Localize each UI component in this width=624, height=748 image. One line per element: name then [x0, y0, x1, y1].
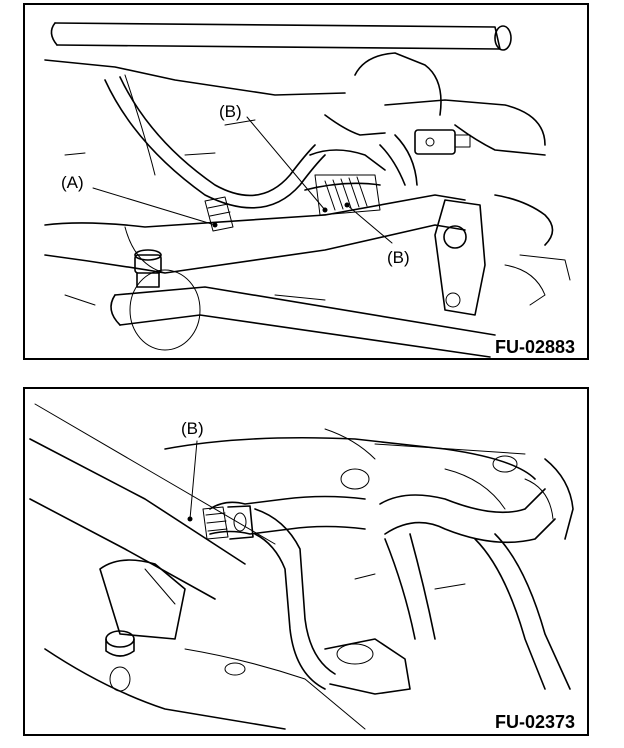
figure-code: FU-02373 [495, 712, 576, 732]
figure-code: FU-02883 [495, 337, 576, 357]
callout-b: (B) [181, 419, 204, 438]
callout-b-upper: (B) [219, 102, 242, 121]
figure-panel-top: (A) (B) (B) FU-02883 [23, 3, 589, 360]
fuel-line-illustration-top [44, 22, 571, 358]
callout-b-lower: (B) [387, 248, 410, 267]
callout-a: (A) [61, 173, 84, 192]
figure-panel-bottom: (B) FU-02373 [23, 387, 589, 736]
fuel-line-illustration-bottom [29, 403, 574, 730]
